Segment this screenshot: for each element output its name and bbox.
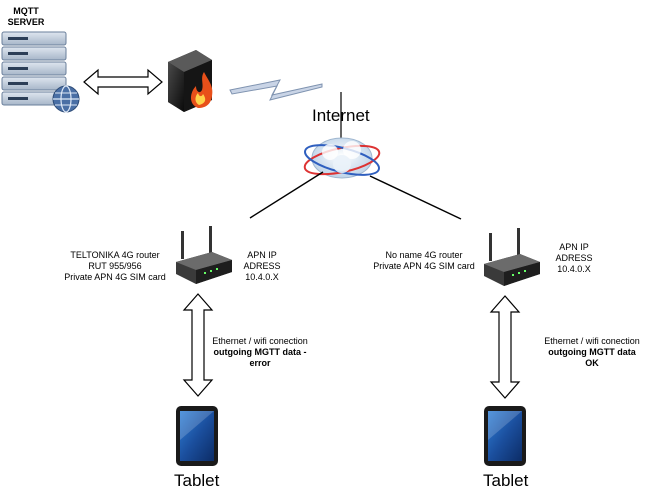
internet-to-right-router-line [369, 175, 462, 220]
right-apn-label: APN IP ADRESS 10.4.0.X [546, 242, 602, 275]
right-link-label: Ethernet / wifi conection outgoing MGTT … [536, 336, 648, 369]
right-apn-line-3: 10.4.0.X [557, 264, 591, 274]
left-router-label-line-2: RUT 955/956 [88, 261, 142, 271]
right-router-label-line-2: Private APN 4G SIM card [373, 261, 475, 271]
left-link-line-3: error [249, 358, 271, 368]
left-link-line-2: outgoing MGTT data - [213, 347, 307, 357]
left-router-label: TELTONIKA 4G router RUT 955/956 Private … [58, 250, 172, 283]
right-link-line-3: OK [585, 358, 599, 368]
internet-to-left-router-line [249, 171, 324, 219]
left-link-label: Ethernet / wifi conection outgoing MGTT … [204, 336, 316, 369]
wireless-link-icon [229, 79, 323, 101]
right-link-line-1: Ethernet / wifi conection [544, 336, 640, 346]
right-tablet-icon [484, 406, 526, 466]
left-tablet-label: Tablet [174, 471, 220, 490]
left-apn-label: APN IP ADRESS 10.4.0.X [234, 250, 290, 283]
internet-label: Internet [312, 106, 370, 125]
left-router-icon [176, 226, 232, 284]
left-apn-line-2: ADRESS [243, 261, 281, 271]
right-apn-line-1: APN IP [559, 242, 589, 252]
server-firewall-arrow [83, 68, 163, 96]
left-apn-line-1: APN IP [247, 250, 277, 260]
left-apn-line-3: 10.4.0.X [245, 272, 279, 282]
right-apn-line-2: ADRESS [555, 253, 593, 263]
right-router-icon [484, 228, 540, 286]
server-label-line-2: SERVER [7, 17, 45, 27]
right-link-line-2: outgoing MGTT data [548, 347, 636, 357]
server-icon [1, 31, 80, 113]
left-router-label-line-3: Private APN 4G SIM card [64, 272, 166, 282]
firewall-icon [168, 50, 213, 112]
server-label: MQTT SERVER [6, 6, 46, 28]
left-tablet-icon [176, 406, 218, 466]
internet-cloud-icon [303, 137, 381, 179]
right-router-label-line-1: No name 4G router [385, 250, 463, 260]
left-router-label-line-1: TELTONIKA 4G router [70, 250, 160, 260]
right-router-label: No name 4G router Private APN 4G SIM car… [366, 250, 482, 272]
right-tablet-label: Tablet [483, 471, 529, 490]
left-connection-arrow [182, 293, 214, 397]
left-link-line-1: Ethernet / wifi conection [212, 336, 308, 346]
right-connection-arrow [489, 295, 521, 399]
server-label-line-1: MQTT [13, 6, 39, 16]
